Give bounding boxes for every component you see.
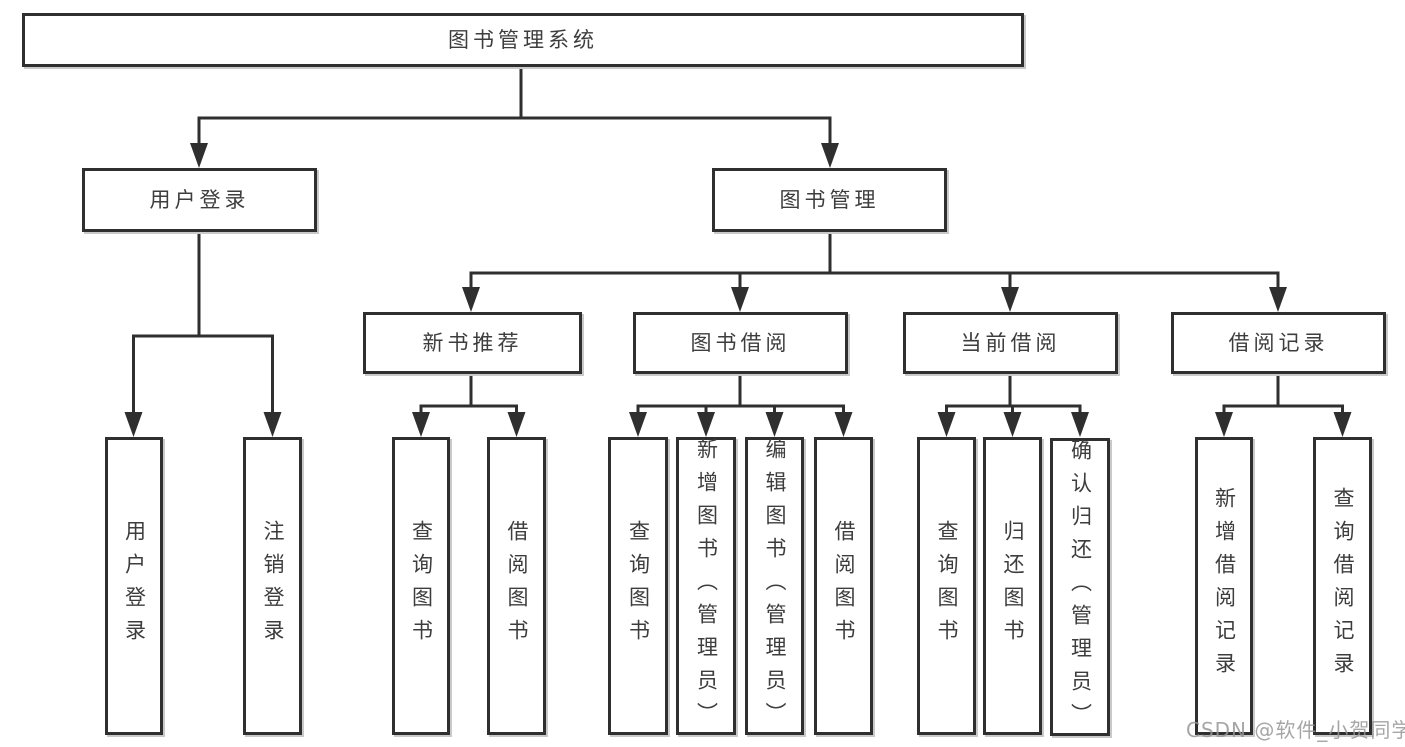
node-label: 新增借阅记录 [1212,487,1237,685]
connector-bookmgmt-to-level3 [469,231,1280,290]
arrowhead-icon [1003,412,1022,437]
leaf-logout: 注销登录 [243,437,302,735]
leaf-borrow-books-recommend: 借阅图书 [487,437,546,735]
node-label: 编辑图书（管理员） [763,437,787,735]
watermark-text: CSDN @软件_小贺同学 [1186,718,1405,742]
node-new-book-recommendation: 新书推荐 [363,312,582,374]
node-label: 归还图书 [1001,520,1025,652]
node-library-management-system: 图书管理系统 [22,13,1024,67]
connector-newbook-to-leaves [419,373,518,414]
node-label: 借阅记录 [1228,330,1329,355]
node-label: 图书借阅 [690,330,791,355]
arrowhead-icon [1071,412,1089,437]
node-label: 查询图书 [626,520,651,652]
node-label: 新书推荐 [422,330,523,355]
node-label: 图书管理 [779,187,880,212]
node-label: 用户登录 [149,187,250,212]
node-label: 图书管理系统 [448,27,598,52]
arrowhead-icon [412,412,430,437]
leaf-borrow-books: 借阅图书 [814,437,873,735]
node-current-borrowing: 当前借阅 [903,312,1118,374]
leaf-add-books-admin: 新增图书（管理员） [676,437,736,735]
connector-userlogin-to-leaves [132,231,274,414]
arrowhead-icon [1215,412,1233,437]
arrowhead-icon [462,287,480,312]
node-book-management: 图书管理 [712,168,947,232]
leaf-search-books-current: 查询图书 [917,437,976,735]
node-label: 查询图书 [409,520,434,652]
leaf-search-books-borrow: 查询图书 [608,437,668,735]
arrowhead-icon [507,412,526,437]
node-label: 注销登录 [261,520,285,652]
leaf-return-books: 归还图书 [983,437,1042,735]
node-label: 新增图书（管理员） [694,437,719,735]
arrowhead-icon [834,412,853,437]
node-label: 查询借阅记录 [1331,487,1355,685]
node-user-login: 用户登录 [82,168,317,232]
node-label: 确认归还（管理员） [1068,438,1093,736]
leaf-user-login: 用户登录 [105,437,163,735]
node-book-borrowing: 图书借阅 [633,312,848,374]
node-label: 用户登录 [122,520,147,652]
arrowhead-icon [124,412,143,437]
node-label: 查询图书 [935,520,959,652]
connector-currentborrow-to-leaves [945,373,1082,414]
arrowhead-icon [731,287,749,312]
connector-borrowrecords-to-leaves [1222,373,1344,414]
arrowhead-icon [629,412,647,437]
leaf-confirm-return-admin: 确认归还（管理员） [1050,438,1110,736]
arrowhead-icon [1001,287,1019,312]
arrowhead-icon [190,143,208,168]
arrowhead-icon [821,143,839,168]
arrowhead-icon [697,412,715,437]
node-label: 当前借阅 [960,330,1061,355]
arrowhead-icon [765,412,784,437]
connector-bookborrow-to-leaves [636,373,845,414]
node-label: 借阅图书 [832,520,856,652]
leaf-search-books-recommend: 查询图书 [392,437,450,735]
arrowhead-icon [937,412,956,437]
node-borrowing-records: 借阅记录 [1171,312,1386,374]
leaf-add-borrow-record: 新增借阅记录 [1195,437,1253,735]
connector-root-to-level2 [197,66,832,146]
leaf-edit-books-admin: 编辑图书（管理员） [745,437,804,735]
leaf-search-borrow-record: 查询借阅记录 [1313,437,1372,735]
arrowhead-icon [1269,287,1287,312]
arrowhead-icon [263,412,282,437]
arrowhead-icon [1333,412,1352,437]
node-label: 借阅图书 [505,520,529,652]
